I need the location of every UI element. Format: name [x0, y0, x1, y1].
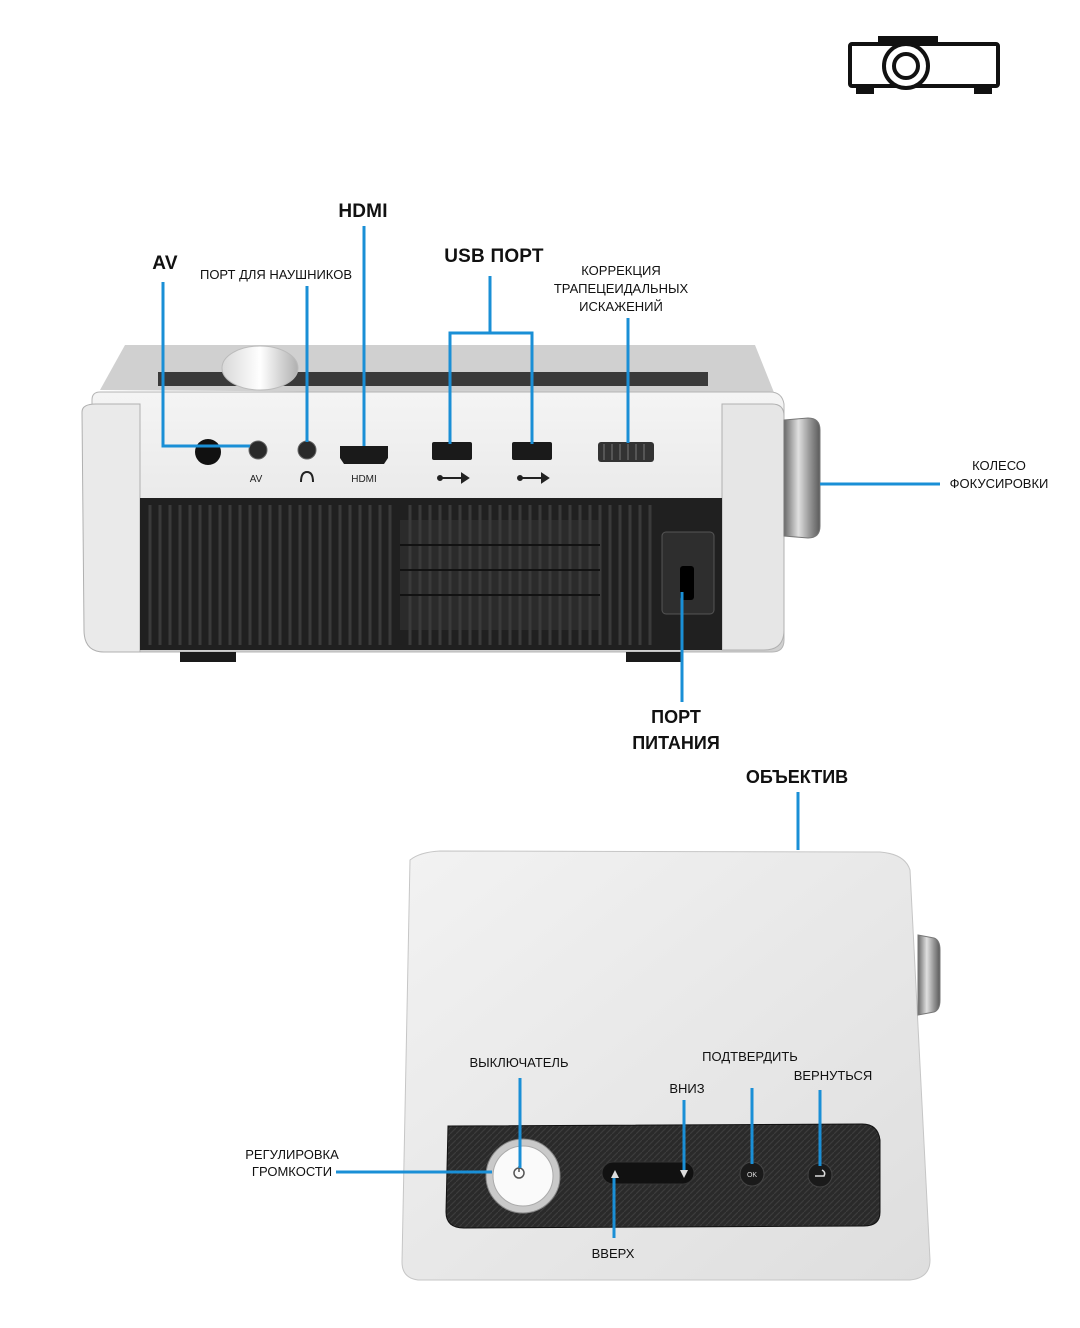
av-port [248, 440, 268, 460]
label-keystone-line2: ТРАПЕЦЕИДАЛЬНЫХ [553, 281, 689, 296]
av-line [161, 282, 250, 448]
label-power-line2: ПИТАНИЯ [632, 733, 720, 753]
lens-barrel [917, 934, 941, 1016]
label-back: ВЕРНУТЬСЯ [793, 1068, 873, 1083]
hdmi-port [340, 446, 388, 464]
keystone-wheel [598, 442, 654, 462]
keystone-knob-top [221, 345, 299, 391]
label-av: AV [152, 253, 178, 274]
label-lens: ОБЪЕКТИВ [745, 767, 849, 787]
power-port [680, 566, 694, 600]
label-usb: USB ПОРТ [444, 246, 544, 267]
rear-callout-lines [161, 226, 940, 702]
up-down-rocker [601, 1161, 695, 1185]
back-button [807, 1162, 833, 1188]
headphone-port [297, 440, 317, 460]
vent-lines [148, 505, 652, 645]
usb-port-1 [432, 442, 472, 460]
label-hdmi: HDMI [338, 201, 388, 222]
label-headphones: ПОРТ ДЛЯ НАУШНИКОВ [199, 267, 353, 282]
top-view: OK [401, 850, 941, 1281]
rear-view: AV HDMI [81, 345, 821, 662]
up-arrow-icon [611, 1170, 619, 1178]
label-keystone-line1: КОРРЕКЦИЯ [581, 263, 661, 278]
label-focus-line2: ФОКУСИРОВКИ [949, 476, 1049, 491]
hdmi-printed: HDMI [351, 474, 377, 485]
label-power-line1: ПОРТ [651, 707, 701, 727]
headphone-printed-icon [300, 470, 314, 483]
av-printed: AV [250, 474, 263, 485]
usb-line-2 [490, 331, 534, 444]
label-power-switch: ВЫКЛЮЧАТЕЛЬ [469, 1055, 569, 1070]
back-icon [815, 1169, 826, 1177]
usb-printed-icon-2 [517, 472, 550, 484]
label-volume-line2: ГРОМКОСТИ [251, 1164, 333, 1179]
label-confirm: ПОДТВЕРДИТЬ [702, 1049, 798, 1064]
av-jack-large [195, 439, 221, 465]
label-up: ВВЕРХ [591, 1246, 635, 1261]
focus-wheel [783, 417, 821, 539]
usb-line-1 [448, 276, 492, 444]
ok-printed: OK [747, 1172, 757, 1179]
label-down: ВНИЗ [669, 1081, 705, 1096]
label-volume-line1: РЕГУЛИРОВКА [245, 1147, 339, 1162]
top-callout-lines [336, 792, 822, 1238]
down-arrow-icon [680, 1170, 688, 1178]
usb-port-2 [512, 442, 552, 460]
usb-printed-icon-1 [437, 472, 470, 484]
projector-icon [848, 36, 1000, 94]
label-focus-line1: КОЛЕСО [972, 458, 1026, 473]
label-keystone-line3: ИСКАЖЕНИЙ [579, 299, 663, 314]
